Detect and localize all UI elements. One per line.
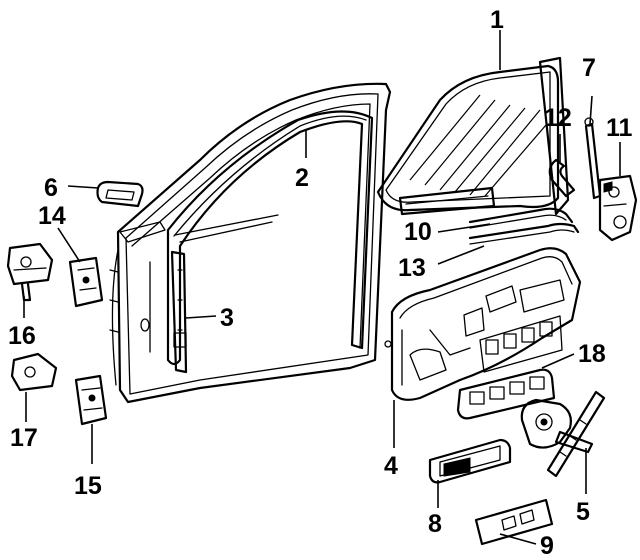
part-13-rod [468, 222, 580, 245]
part-5-regulator [520, 390, 606, 478]
part-17-lower-hinge [10, 352, 58, 392]
leader-lines [23, 30, 621, 545]
part-12-hook-link [548, 158, 576, 198]
part-16-upper-hinge [6, 242, 54, 302]
part-1-glass [376, 56, 570, 216]
part-4-trim-panel [384, 247, 582, 401]
callout-14: 14 [38, 202, 66, 230]
part-11-latch [598, 174, 638, 242]
callout-18: 18 [578, 340, 606, 368]
callout-2: 2 [295, 164, 309, 192]
callout-4: 4 [384, 452, 398, 480]
callout-1: 1 [490, 6, 504, 34]
callout-8: 8 [428, 510, 442, 538]
callout-7: 7 [582, 54, 596, 82]
callout-6: 6 [44, 174, 58, 202]
part-14-upper-hinge [68, 256, 104, 308]
callout-9: 9 [540, 532, 554, 560]
callout-13: 13 [398, 254, 426, 282]
callout-3: 3 [220, 304, 234, 332]
part-9-bezel [474, 498, 554, 546]
callout-16: 16 [8, 322, 36, 350]
part-3-run-channel [170, 250, 188, 374]
part-7-link [584, 117, 602, 200]
callout-15: 15 [74, 472, 102, 500]
part-15-lower-hinge [74, 374, 108, 426]
callout-17: 17 [10, 424, 38, 452]
part-18-switch-bezel [456, 368, 556, 420]
callout-labels: 1 2 3 4 5 6 7 8 9 10 11 12 13 14 15 16 1… [8, 6, 633, 560]
part-2-weatherstrip [166, 110, 374, 366]
part-8-handle-bezel [428, 438, 512, 484]
part-10-rod [468, 207, 574, 229]
callout-12: 12 [544, 104, 572, 132]
part-6-outside-handle [96, 180, 144, 208]
callout-5: 5 [576, 498, 590, 526]
callout-11: 11 [606, 114, 633, 142]
door-shell [109, 82, 392, 404]
callout-10: 10 [404, 218, 432, 246]
